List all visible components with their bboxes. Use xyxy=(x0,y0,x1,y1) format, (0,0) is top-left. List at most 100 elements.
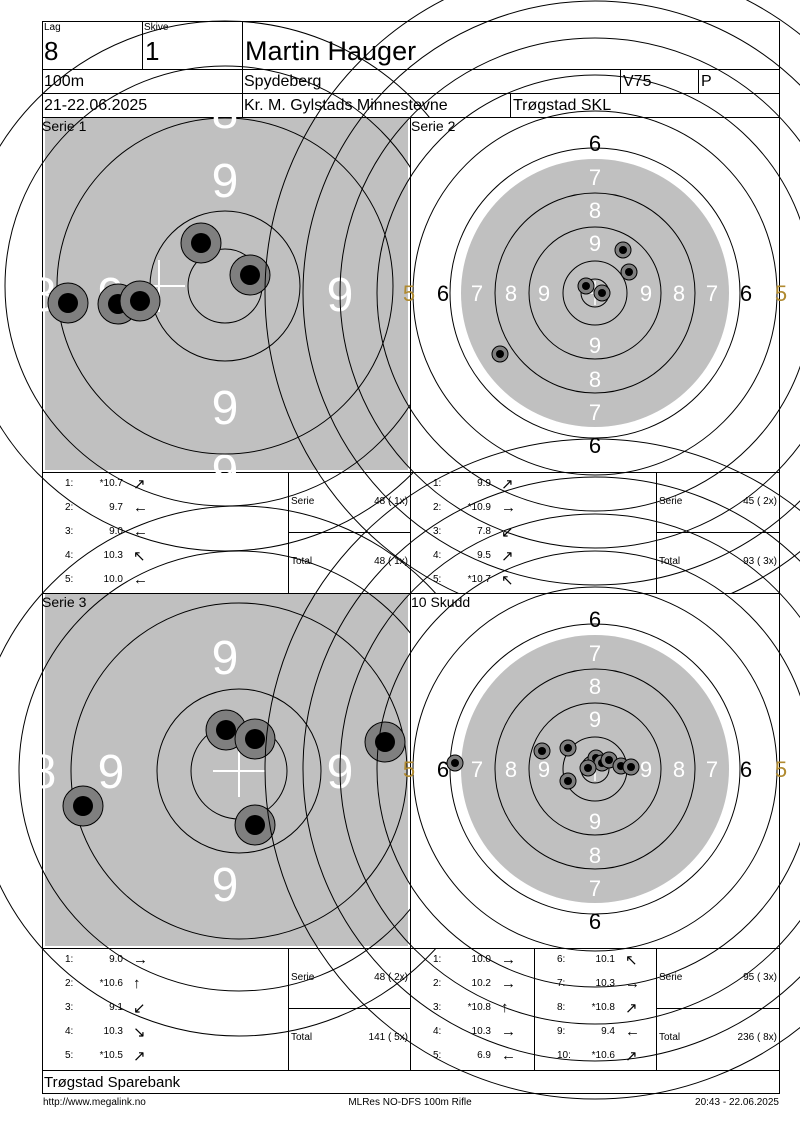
shot-hole xyxy=(533,742,551,760)
shot-number: 1: xyxy=(65,478,74,489)
direction-arrow-icon: ↗ xyxy=(501,476,514,493)
ring-label: 8 xyxy=(673,757,685,782)
direction-arrow-icon: ↖ xyxy=(501,572,514,589)
shot-list-serie-3: 1:9.0→2:*10.6↑3:9.1↙4:10.3↘5:*10.5↗ xyxy=(43,950,283,1068)
ring-label: 8 xyxy=(505,281,517,306)
direction-arrow-icon: ← xyxy=(133,523,148,540)
shot-value: 10.0 xyxy=(471,954,491,965)
shot-number: 7: xyxy=(557,978,566,989)
ring-label: 8 xyxy=(505,757,517,782)
shot-number: 3: xyxy=(65,526,74,537)
ring-label: 8 xyxy=(589,843,601,868)
ring-label: 6 xyxy=(589,607,601,632)
panel-title: Serie 3 xyxy=(42,594,87,610)
shot-number: 2: xyxy=(65,978,74,989)
serie-label: Serie xyxy=(659,972,683,983)
sponsor: Trøgstad Sparebank xyxy=(44,1074,181,1091)
shot-hole xyxy=(559,772,577,790)
direction-arrow-icon: ↑ xyxy=(133,975,141,992)
ring-label: 7 xyxy=(706,757,718,782)
shot-number: 5: xyxy=(65,574,74,585)
direction-arrow-icon: → xyxy=(501,1023,516,1040)
ring-label: 5 xyxy=(403,757,415,782)
ring-label: 9 xyxy=(212,382,239,435)
shot-hole xyxy=(234,804,276,846)
shot-value: *10.8 xyxy=(591,1002,615,1013)
ring-label: 7 xyxy=(589,876,601,901)
date: 21-22.06.2025 xyxy=(44,97,148,114)
footer-url[interactable]: http://www.megalink.no xyxy=(43,1097,146,1108)
shot-value: *10.9 xyxy=(467,502,491,513)
direction-arrow-icon: ↗ xyxy=(501,548,514,565)
shot-hole xyxy=(119,280,161,322)
shot-value: 10.1 xyxy=(595,954,615,965)
target-10-skudd: 6 7 8 9 9 8 7 6 6 7 8 9 9 8 7 6 5 5 xyxy=(264,438,800,1100)
shot-value: 10.2 xyxy=(471,978,491,989)
total-score: 48 ( 1x) xyxy=(374,556,408,567)
shot-value: 9.0 xyxy=(109,526,123,537)
shot-hole xyxy=(364,721,406,763)
ring-label: 5 xyxy=(775,281,787,306)
ring-label: 6 xyxy=(437,281,449,306)
shot-hole xyxy=(622,758,640,776)
ring-label: 9 xyxy=(538,281,550,306)
shot-hole xyxy=(559,739,577,757)
panel-title: Serie 1 xyxy=(42,118,87,134)
shot-value: 6.9 xyxy=(477,1050,491,1061)
target-serie-1: 9 9 9 9 8 8 9 xyxy=(0,20,491,552)
direction-arrow-icon: ↘ xyxy=(133,1024,146,1041)
lag-value: 8 xyxy=(44,36,59,66)
ring-label: 9 xyxy=(98,746,125,799)
shot-number: 10: xyxy=(557,1050,571,1061)
direction-arrow-icon: ↙ xyxy=(133,1000,146,1017)
direction-arrow-icon: ← xyxy=(133,571,148,588)
direction-arrow-icon: ↗ xyxy=(133,476,146,493)
ring-label: 9 xyxy=(212,859,239,912)
ring-label: 9 xyxy=(538,757,550,782)
total-label: Total xyxy=(291,1032,313,1043)
ring-label: 5 xyxy=(775,757,787,782)
skive-value: 1 xyxy=(145,36,160,66)
direction-arrow-icon: ↖ xyxy=(133,548,146,565)
ring-label: 8 xyxy=(589,367,601,392)
direction-arrow-icon: ↗ xyxy=(625,1000,638,1017)
direction-arrow-icon: → xyxy=(133,951,148,968)
shot-number: 5: xyxy=(433,1050,442,1061)
direction-arrow-icon: → xyxy=(625,975,640,992)
total-score: 93 ( 3x) xyxy=(743,556,777,567)
ring-label: 9 xyxy=(212,155,239,208)
shot-number: 3: xyxy=(433,1002,442,1013)
ring-label: 8 xyxy=(589,198,601,223)
serie-label: Serie xyxy=(291,972,315,983)
ring-label: 6 xyxy=(589,909,601,934)
shot-value: *10.6 xyxy=(591,1050,615,1061)
shot-hole xyxy=(446,754,464,772)
shot-value: *10.8 xyxy=(467,1002,491,1013)
ring-label: 9 xyxy=(640,757,652,782)
serie-score: 45 ( 2x) xyxy=(743,496,777,507)
shot-value: 10.3 xyxy=(103,1026,123,1037)
shot-value: 10.0 xyxy=(103,574,123,585)
ring-label: 7 xyxy=(471,757,483,782)
shot-hole xyxy=(614,241,632,259)
ring-label: 6 xyxy=(740,757,752,782)
total-label: Total xyxy=(659,1032,681,1043)
shot-value: 7.8 xyxy=(477,526,491,537)
ring-label: 6 xyxy=(740,281,752,306)
shot-value: 10.3 xyxy=(471,1026,491,1037)
shot-value: 9.0 xyxy=(109,954,123,965)
ring-label: 8 xyxy=(673,281,685,306)
shot-number: 2: xyxy=(433,502,442,513)
shot-number: 5: xyxy=(65,1050,74,1061)
footer-timestamp: 20:43 - 22.06.2025 xyxy=(695,1097,779,1108)
shot-number: 8: xyxy=(557,1002,566,1013)
direction-arrow-icon: → xyxy=(501,499,516,516)
shot-value: *10.5 xyxy=(99,1050,123,1061)
shot-number: 4: xyxy=(65,550,74,561)
shot-hole xyxy=(579,759,597,777)
ring-label: 9 xyxy=(589,809,601,834)
serie-score: 95 ( 3x) xyxy=(743,972,777,983)
direction-arrow-icon: ↗ xyxy=(625,1048,638,1065)
direction-arrow-icon: ↑ xyxy=(501,999,509,1016)
panel-title: Serie 2 xyxy=(411,118,456,134)
